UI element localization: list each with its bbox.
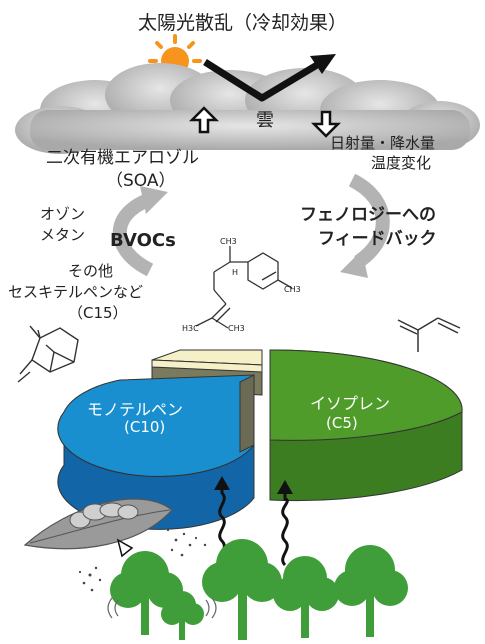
radiation-label-line1: 日射量・降水量 (330, 134, 436, 152)
sesquiterpene-structure (195, 246, 293, 329)
chem-label-ch3-bottom: CH3 (228, 324, 245, 333)
title: 太陽光散乱（冷却効果） (138, 12, 348, 34)
emission-dots (78, 528, 207, 592)
isoprene-structure (397, 317, 461, 352)
chem-label-h: H (232, 268, 239, 277)
monoterpene-name: モノテルペン (87, 400, 184, 419)
cloud-label: 雲 (256, 110, 274, 131)
phenology-label-line2: フィードバック (318, 229, 437, 249)
up-arrow-icon (188, 106, 220, 134)
emission-arrow-head-left (214, 476, 230, 490)
tree-4 (334, 545, 408, 637)
isoprene-name: イソプレン (310, 394, 391, 413)
tree-5 (161, 591, 204, 640)
chem-label-ch3-top: CH3 (220, 237, 237, 246)
soa-label-line2: （SOA） (106, 171, 176, 191)
cycle-arrow-left (112, 193, 154, 277)
tree-3 (273, 556, 339, 638)
chem-label-ch3-right: CH3 (284, 285, 301, 294)
radiation-label-line2: 温度変化 (371, 154, 432, 172)
methane-label: メタン (40, 226, 86, 244)
monoterpene-formula: (C10) (124, 418, 166, 436)
caterpillar-icon (69, 502, 139, 529)
isoprene-formula: (C5) (326, 414, 358, 432)
pointer-triangle (116, 538, 134, 558)
cloud-shape (15, 63, 480, 154)
cycle-arrow-right-head (340, 250, 368, 278)
phenology-label-line1: フェノロジーへの (300, 205, 436, 225)
pie-slice-isoprene (269, 349, 463, 502)
bvocs-label: BVOCs (110, 230, 176, 251)
chem-label-h3c: H3C (182, 324, 199, 333)
down-arrow-icon (310, 110, 342, 138)
cycle-arrow-right (348, 173, 390, 268)
wave-marks-icon (107, 597, 217, 619)
others-label-line3: （C15） (68, 304, 128, 322)
trees (110, 539, 408, 640)
others-label-line2: セスキテルペンなど (8, 283, 144, 301)
pie-slice-monoterpene (57, 374, 255, 530)
soa-label-line1: 二次有機エアロゾル (46, 148, 199, 168)
scatter-arrow (203, 54, 336, 102)
cycle-arrow-left-head (140, 186, 168, 214)
ozone-label: オゾン (40, 205, 86, 223)
others-label-line1: その他 (68, 262, 114, 280)
tree-2 (202, 539, 282, 640)
pinene-structure (17, 325, 79, 383)
emission-arrow-head-right (277, 480, 293, 494)
